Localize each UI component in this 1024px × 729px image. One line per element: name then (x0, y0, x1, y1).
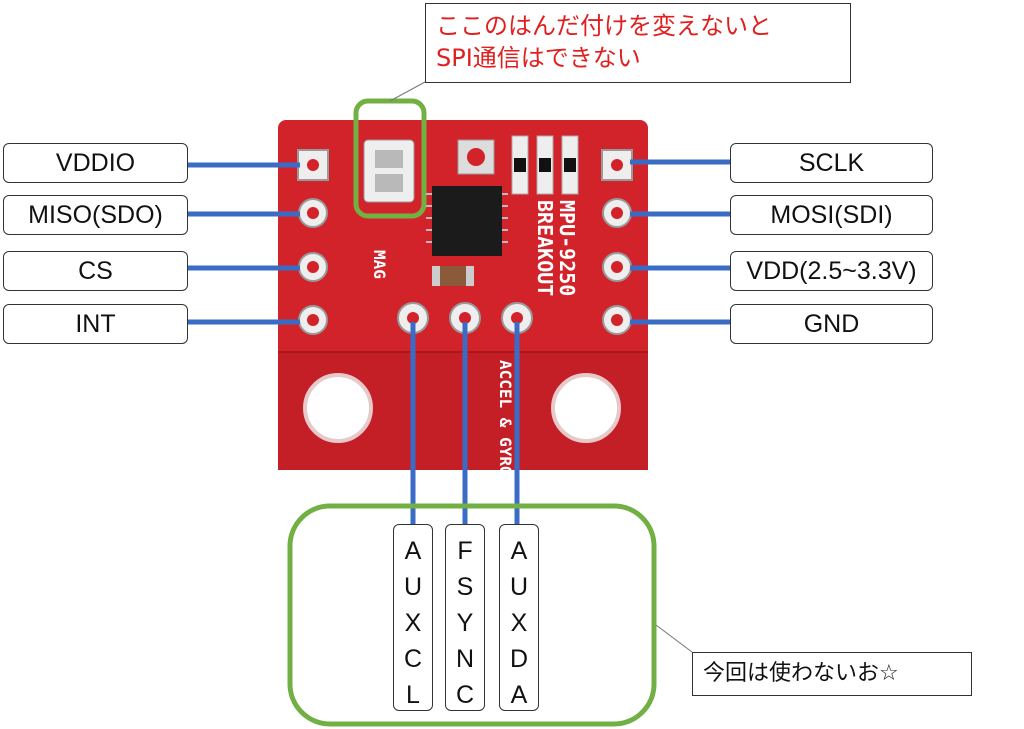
connection-wires (188, 159, 730, 524)
top-callout-leader (389, 81, 426, 102)
bottom-callout-leader (651, 621, 693, 653)
auxda-letter: A (510, 537, 528, 565)
fsync-letter: C (455, 681, 475, 709)
auxcl-letter: U (403, 573, 423, 601)
auxda-letter: U (509, 573, 529, 601)
pin-label-vddio: VDDIO (3, 143, 188, 183)
silkscreen-model: MPU-9250 (555, 200, 579, 296)
unused-pins-note: 今回は使わないお☆ (692, 652, 972, 696)
auxda-letter: D (509, 645, 529, 673)
pin-label-sclk: SCLK (730, 143, 933, 183)
auxda-letter: X (510, 609, 528, 637)
auxcl-letter: L (406, 681, 420, 709)
fsync-letter: Y (456, 609, 474, 637)
solder-jumper-note-line1: ここのはんだ付けを変えないと (436, 12, 772, 40)
solder-jumper-note-line2: SPI通信はできない (436, 44, 641, 72)
pin-label-gnd: GND (730, 304, 933, 344)
fsync-letter: N (455, 645, 475, 673)
silkscreen-accel-gyro: ACCEL & GYRO (496, 360, 515, 476)
pin-label-vdd: VDD(2.5~3.3V) (730, 251, 933, 291)
mounting-hole-right (551, 373, 621, 443)
auxcl-letter: X (404, 609, 422, 637)
mpu-chip (432, 186, 502, 256)
fsync-letter: S (456, 573, 474, 601)
pin-label-cs: CS (3, 251, 188, 291)
pin-label-auxcl: A U X C L (393, 524, 433, 711)
unused-pins-group-outline (287, 503, 657, 727)
mounting-hole-left (303, 373, 373, 443)
silkscreen-mag: MAG (370, 250, 389, 279)
pin-label-miso: MISO(SDO) (3, 195, 188, 235)
pin-label-mosi: MOSI(SDI) (730, 195, 933, 235)
pin-label-fsync: F S Y N C (445, 524, 485, 711)
auxcl-letter: C (403, 645, 423, 673)
solder-jumper-note: ここのはんだ付けを変えないと SPI通信はできない (425, 3, 851, 83)
auxda-letter: A (510, 681, 528, 709)
auxcl-letter: A (404, 537, 422, 565)
pin-label-auxda: A U X D A (499, 524, 539, 711)
pin-label-int: INT (3, 304, 188, 344)
fsync-letter: F (457, 537, 473, 565)
silkscreen-breakout: BREAKOUT (533, 200, 557, 296)
